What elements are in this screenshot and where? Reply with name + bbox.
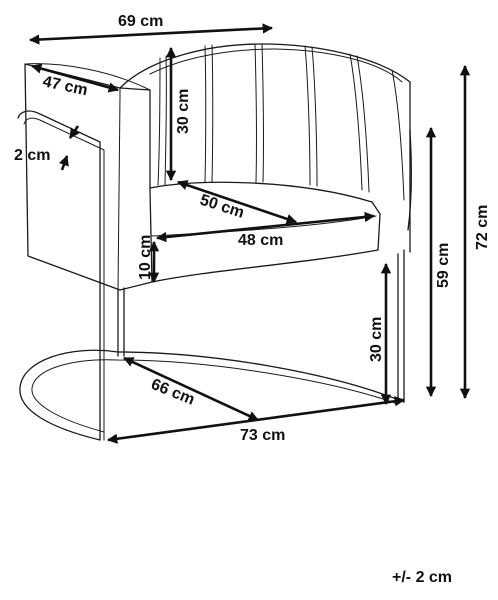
armrest-depth-label: 47 cm — [41, 73, 89, 99]
backrest-inner-top — [149, 48, 403, 83]
armrest-thickness-pointer-top — [68, 125, 80, 139]
overall-height-label: 72 cm — [474, 205, 491, 250]
backrest-outline — [119, 43, 412, 231]
backrest-channels — [157, 43, 405, 201]
frame-base-inner — [31, 359, 399, 433]
chair-drawing — [17, 43, 412, 441]
seat-width-dimension — [155, 211, 376, 243]
frame-front-leg — [117, 287, 125, 357]
overall-width-label: 69 cm — [118, 13, 163, 30]
base-width-label: 73 cm — [240, 427, 285, 444]
armrest-thickness-pointer-bottom — [58, 155, 69, 171]
seat-width-label: 48 cm — [238, 232, 283, 249]
seat-thickness-label: 10 cm — [137, 235, 154, 280]
frame-base-outer — [19, 349, 405, 441]
leg-height-label: 30 cm — [368, 317, 385, 362]
overall-width-dimension — [28, 23, 274, 45]
base-width-dimension — [106, 396, 406, 444]
frame-rear-leg — [397, 249, 405, 403]
armrest-depth-dimension — [30, 63, 120, 93]
seat-height-label: 59 cm — [435, 243, 452, 288]
armrest-thickness-label: 2 cm — [14, 147, 50, 164]
tolerance-note: +/- 2 cm — [392, 569, 452, 586]
dimension-labels: 69 cm 47 cm 2 cm 30 cm 50 cm 48 cm 10 cm… — [14, 13, 491, 444]
base-depth-dimension — [123, 356, 259, 422]
armrest-front-edge — [117, 87, 121, 291]
frame-side-rail-inner — [23, 117, 105, 441]
armrest-cushion — [24, 63, 153, 291]
backrest-height-label: 30 cm — [175, 89, 192, 134]
dimension-lines — [28, 23, 471, 444]
frame-side-rail — [17, 110, 101, 441]
